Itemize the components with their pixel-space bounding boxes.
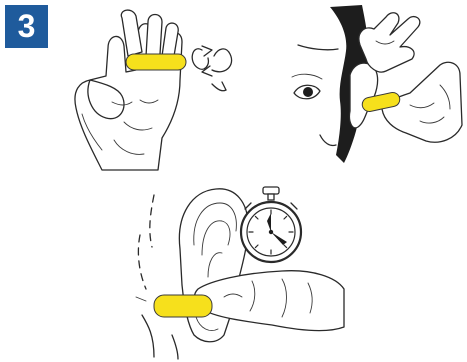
- roll-earplug-illustration: [62, 10, 247, 175]
- insert-earplug-illustration: [290, 5, 465, 180]
- stopwatch-icon: [241, 187, 301, 262]
- hold-earplug-illustration: [132, 185, 347, 360]
- step-number-badge: 3: [5, 5, 48, 48]
- earplug: [126, 54, 186, 70]
- earplug: [154, 295, 212, 317]
